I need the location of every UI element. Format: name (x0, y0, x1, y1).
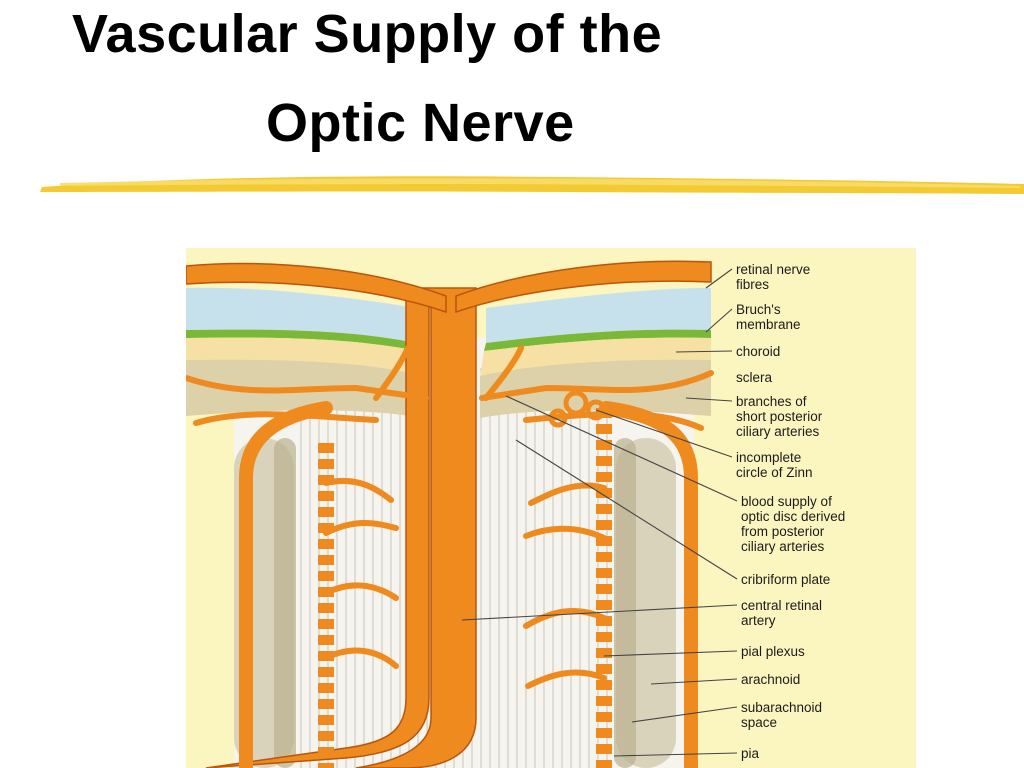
label-text: circle of Zinn (736, 465, 813, 480)
label-text: central retinal (741, 598, 822, 613)
label-text: fibres (736, 277, 769, 292)
label-text: retinal nerve (736, 262, 810, 277)
label-text: pial plexus (741, 644, 805, 659)
pial-artery-outer-right (599, 401, 698, 768)
circle-of-zinn-right (548, 390, 607, 428)
title-underline-brushstroke (40, 176, 1024, 194)
capillary-left-2 (323, 520, 399, 536)
retinal-artery-right (455, 260, 712, 314)
leader-line (631, 706, 738, 723)
label-pial-plexus: pial plexus (603, 644, 805, 659)
slide-title-line-1: Vascular Supply of the (72, 4, 663, 64)
capillary-left-1 (323, 477, 394, 503)
leader-line (613, 752, 738, 757)
leader-line (595, 409, 733, 458)
retinal-nerve-fibre-layer-right (486, 288, 711, 343)
bruchs-membrane-left (186, 329, 418, 351)
label-text: blood supply of (741, 494, 832, 509)
label-sclera: sclera (736, 370, 773, 385)
label-text: short posterior (736, 409, 823, 424)
capillary-right-2 (523, 525, 607, 541)
arachnoid-strip-left (274, 438, 296, 768)
prelaminar-branch-left (373, 345, 411, 401)
leader-line (505, 395, 738, 502)
retinal-nerve-fibre-layer-left (186, 287, 416, 343)
central-retinal-artery-trunk (355, 287, 477, 768)
label-text: space (741, 715, 777, 730)
label-pia: pia (613, 746, 760, 761)
label-text: from posterior (741, 524, 825, 539)
label-text: subarachnoid (741, 700, 822, 715)
label-text: sclera (736, 370, 773, 385)
leader-line (675, 350, 733, 353)
label-text: pia (741, 746, 760, 761)
choroid-left (186, 337, 422, 376)
label-text: Bruch's (736, 302, 781, 317)
ciliary-artery-left-2 (193, 411, 379, 426)
label-text: branches of (736, 394, 807, 409)
label-choroid: choroid (675, 344, 780, 359)
label-cribriform-plate: cribriform plate (515, 439, 830, 587)
label-text: arachnoid (741, 672, 800, 687)
leader-line (685, 397, 733, 402)
bruchs-membrane-right (484, 329, 711, 351)
capillary-right-3 (523, 608, 607, 629)
leader-line (515, 439, 738, 580)
capillary-right-1 (528, 482, 607, 506)
label-text: cribriform plate (741, 572, 830, 587)
label-text: optic disc derived (741, 509, 845, 524)
prelaminar-branch-right (483, 345, 524, 401)
anatomy-illustration (186, 260, 714, 768)
leader-line (705, 268, 733, 289)
ciliary-artery-right (479, 370, 714, 401)
leader-line (650, 678, 738, 685)
ciliary-artery-left (186, 375, 429, 401)
slide-title-line-2: Optic Nerve (266, 93, 575, 153)
label-arachnoid: arachnoid (650, 672, 800, 687)
brushstroke-highlight (60, 178, 1020, 188)
arachnoid-strip-right (614, 438, 636, 768)
label-text: artery (741, 613, 776, 628)
leader-line (705, 308, 733, 333)
pial-artery-outer-left (239, 401, 333, 768)
label-text: membrane (736, 317, 801, 332)
label-text: ciliary arteries (741, 539, 825, 554)
retinal-artery-left (186, 262, 447, 314)
choroid-right (480, 337, 711, 376)
capillary-left-3 (323, 582, 399, 601)
label-text: choroid (736, 344, 780, 359)
leader-line (461, 604, 738, 621)
capillary-right-4 (525, 669, 607, 689)
label-text: incomplete (736, 450, 801, 465)
label-text: ciliary arteries (736, 424, 820, 439)
leader-line (603, 650, 738, 657)
capillary-left-4 (323, 647, 399, 669)
